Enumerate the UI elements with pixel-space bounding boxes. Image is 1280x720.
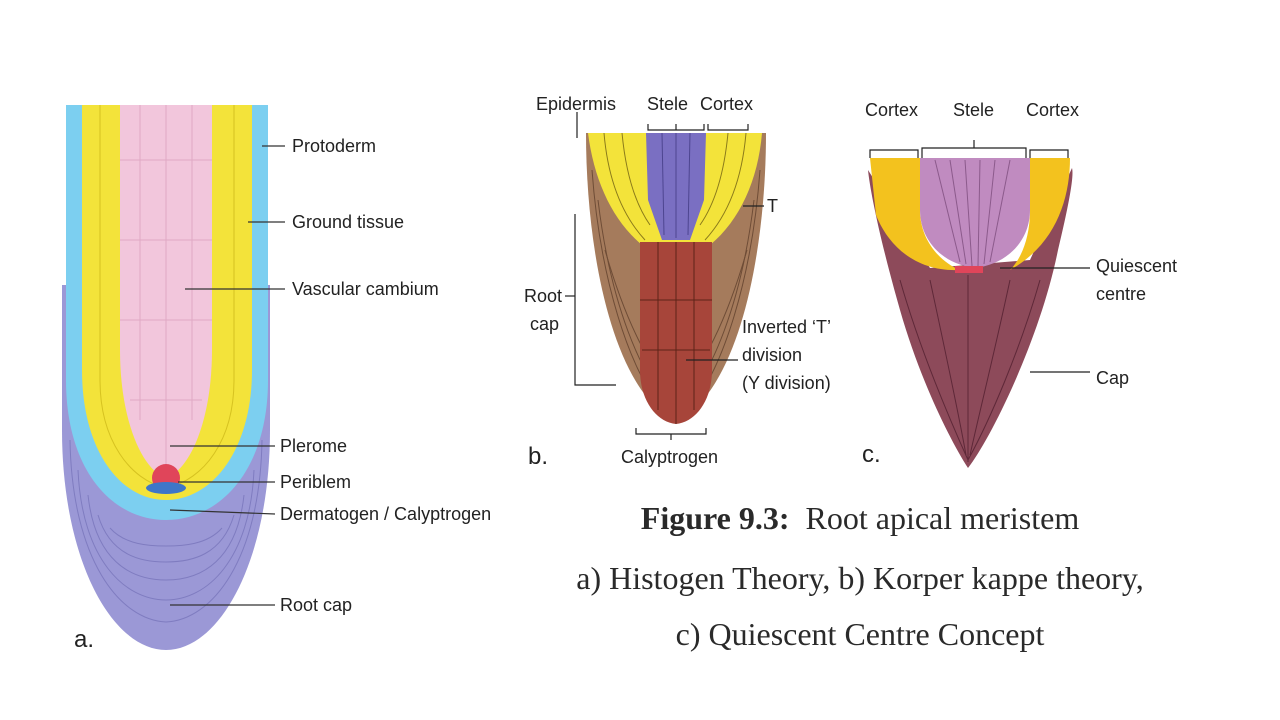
cap-region <box>868 168 1073 468</box>
root-cap-layers <box>69 439 263 623</box>
panel-c-leader-lines <box>869 140 1090 373</box>
label-stele-b: Stele <box>647 94 688 114</box>
figure-caption-line2: a) Histogen Theory, b) Korper kappe theo… <box>576 560 1144 596</box>
label-quiescent-line1: Quiescent <box>1096 256 1177 276</box>
label-root-cap-b-line2: cap <box>530 314 559 334</box>
quiescent-centre-mark <box>955 266 983 273</box>
panel-b-letter: b. <box>528 443 548 470</box>
periblem-initial <box>146 482 186 494</box>
label-stele-c: Stele <box>953 100 994 120</box>
label-vascular-cambium: Vascular cambium <box>292 279 439 299</box>
figure-title: Root apical meristem <box>805 500 1080 536</box>
label-cap: Cap <box>1096 368 1129 388</box>
cortex-left-region <box>870 158 960 271</box>
stele-region-c <box>920 158 1030 268</box>
label-ground-tissue: Ground tissue <box>292 212 404 232</box>
label-calyptrogen: Calyptrogen <box>621 447 718 467</box>
label-epidermis: Epidermis <box>536 94 616 114</box>
label-periblem: Periblem <box>280 472 351 492</box>
label-t: T <box>767 196 778 216</box>
label-inverted-t-line2: division <box>742 345 802 365</box>
figure-number: Figure 9.3: <box>640 500 790 536</box>
label-plerome: Plerome <box>280 436 347 456</box>
label-root-cap-b-line1: Root <box>524 286 562 306</box>
panel-a-histogen: Protoderm Ground tissue Vascular cambium… <box>62 105 491 653</box>
panel-c-letter: c. <box>862 441 881 468</box>
label-cortex-b: Cortex <box>700 94 753 114</box>
cortex-right-region <box>1010 158 1070 270</box>
panel-c-quiescent-centre: Cortex Stele Cortex Quiescent centre Cap… <box>862 100 1177 468</box>
figure-caption-title: Figure 9.3: Root apical meristem <box>560 500 1160 537</box>
figure-caption-line3: c) Quiescent Centre Concept <box>675 616 1045 652</box>
label-inverted-t-line3: (Y division) <box>742 373 831 393</box>
panel-a-leader-lines <box>169 145 285 606</box>
panel-b-leader-lines <box>565 112 764 440</box>
panel-a-letter: a. <box>74 626 94 653</box>
panel-b-korper-kappe: Epidermis Stele Cortex T Root cap Invert… <box>524 94 831 470</box>
label-cortex-left: Cortex <box>865 100 918 120</box>
label-protoderm: Protoderm <box>292 136 376 156</box>
label-cortex-right: Cortex <box>1026 100 1079 120</box>
label-quiescent-line2: centre <box>1096 284 1146 304</box>
label-inverted-t-line1: Inverted ‘T’ <box>742 317 831 337</box>
label-root-cap: Root cap <box>280 595 352 615</box>
label-dermatogen: Dermatogen / Calyptrogen <box>280 504 491 524</box>
